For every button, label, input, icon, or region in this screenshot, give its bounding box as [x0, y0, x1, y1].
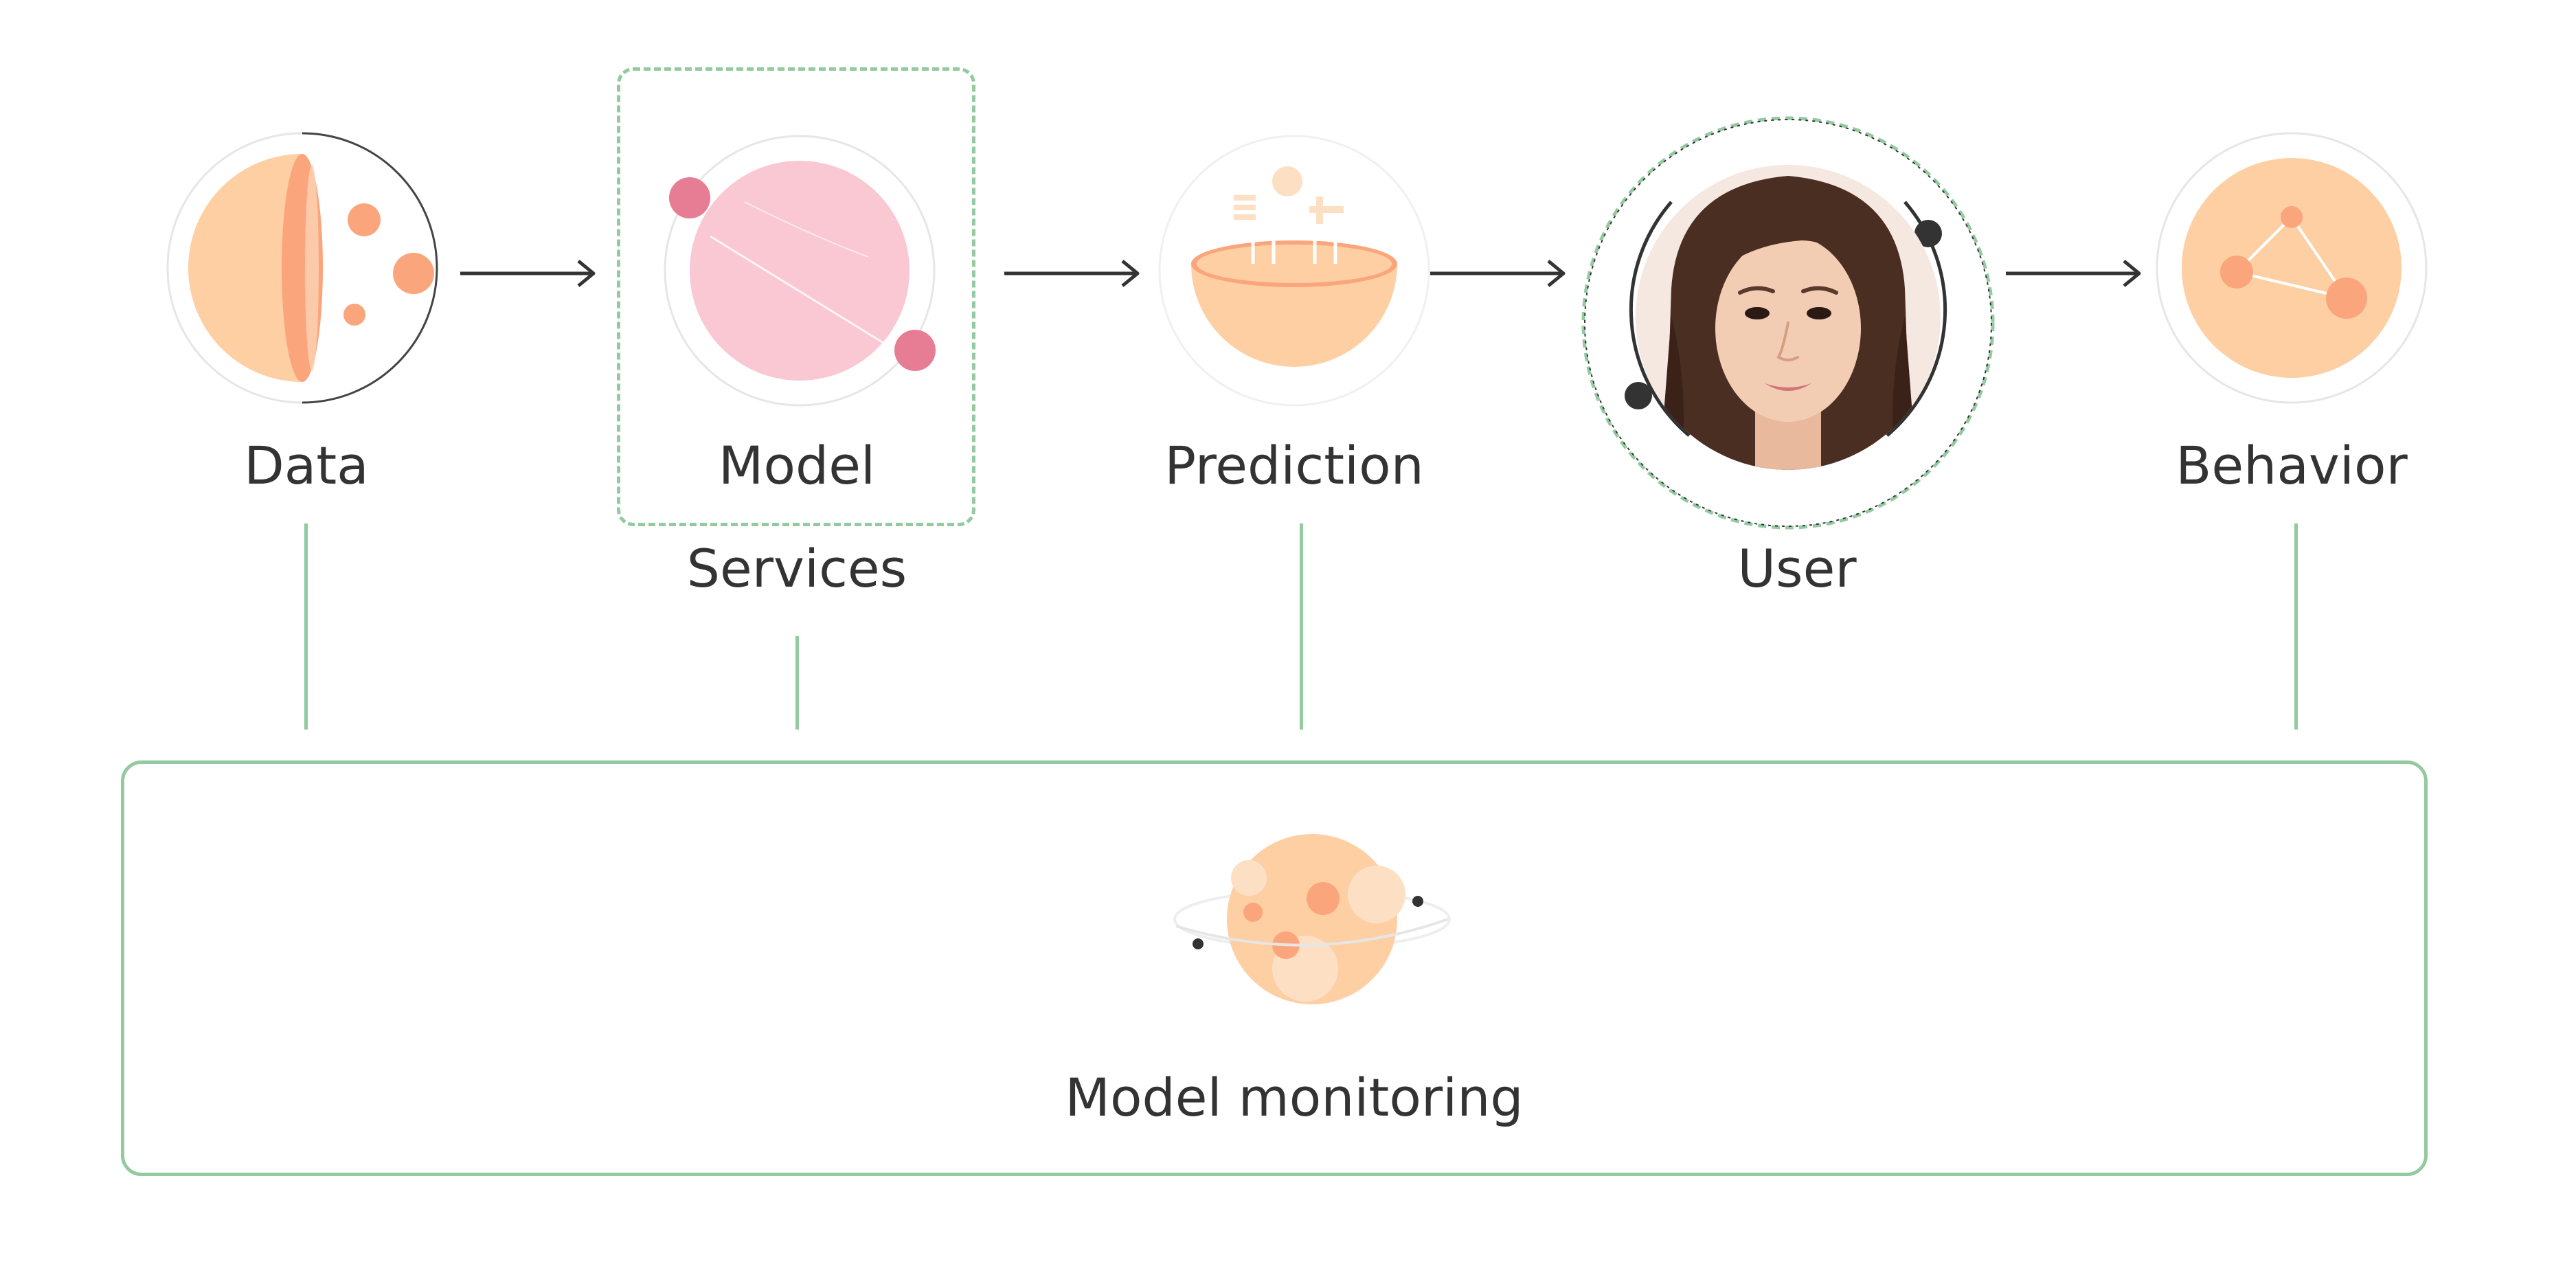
services-label: Services [686, 538, 907, 599]
prediction-label: Prediction [1164, 435, 1424, 496]
data-icon [165, 131, 440, 405]
data-label: Data [244, 435, 369, 496]
arrow-user-to-behavior [2006, 260, 2143, 287]
user-portrait [1575, 110, 2001, 536]
user-label: User [1737, 538, 1857, 599]
behavior-label: Behavior [2176, 435, 2408, 496]
connector-services [795, 636, 799, 730]
arrow-model-to-prediction [1004, 260, 1142, 287]
pink-planet-icon [662, 133, 937, 408]
ringed-planet-icon [1168, 823, 1456, 1015]
bowl-icon [1157, 133, 1432, 408]
model-label: Model [718, 435, 876, 496]
model-monitoring-panel [121, 760, 2428, 1176]
network-sphere-icon [2154, 131, 2429, 405]
connector-behavior [2294, 523, 2298, 730]
connector-data [304, 523, 308, 730]
model-services-frame [617, 67, 975, 526]
arrow-data-to-model [460, 260, 598, 287]
arrow-prediction-to-user [1430, 260, 1568, 287]
connector-prediction [1300, 523, 1303, 730]
model-monitoring-label: Model monitoring [1065, 1067, 1524, 1128]
